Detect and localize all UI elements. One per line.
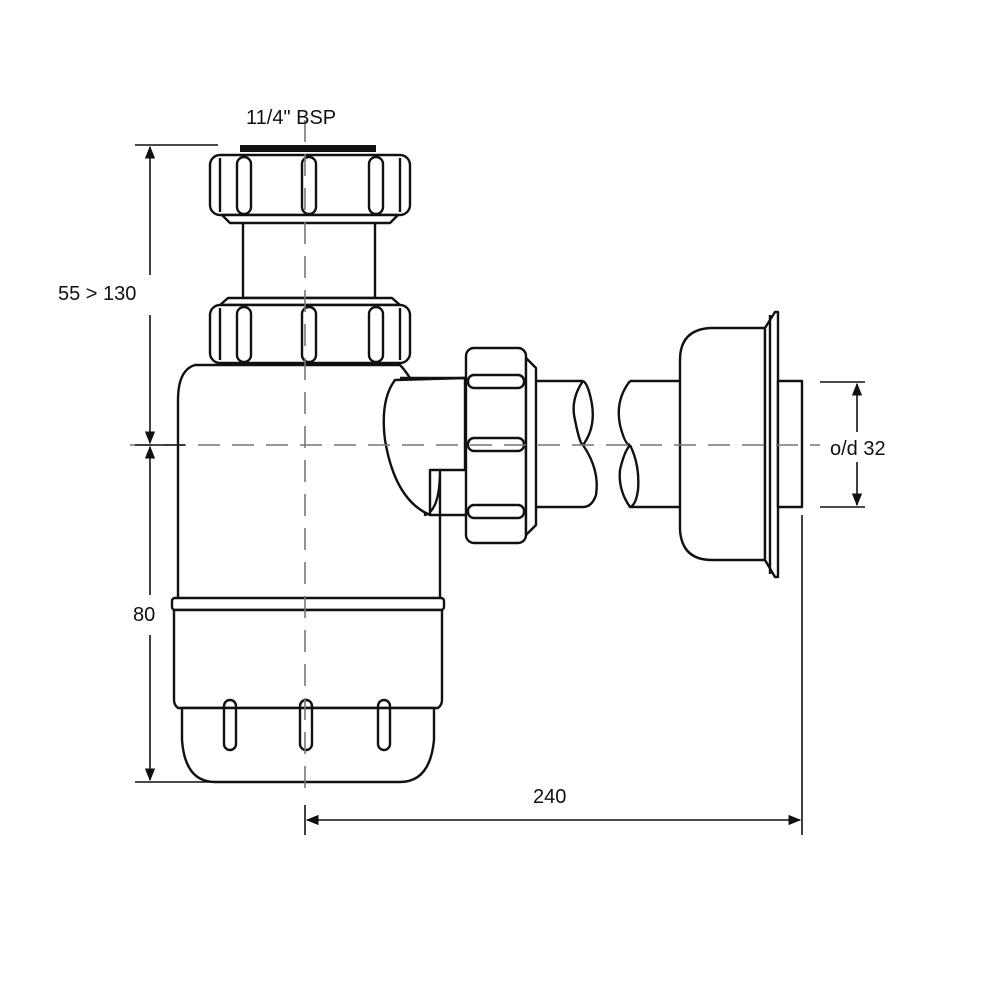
trap-body — [176, 363, 467, 602]
thread-size-label: 11/4" BSP — [246, 107, 337, 129]
dimension-lines — [135, 144, 865, 835]
top-nut — [208, 145, 412, 225]
outlet-length-label: 240 — [533, 786, 567, 808]
wall-flange — [678, 310, 804, 579]
inlet-tube — [241, 220, 377, 300]
lower-height-label: 80 — [133, 604, 156, 626]
height-adjust-label: 55 > 130 — [58, 283, 137, 305]
outlet-diameter-label: o/d 32 — [830, 438, 886, 460]
outlet-pipe — [536, 379, 680, 509]
bottle-cup — [170, 596, 446, 784]
lower-nut — [208, 296, 412, 365]
